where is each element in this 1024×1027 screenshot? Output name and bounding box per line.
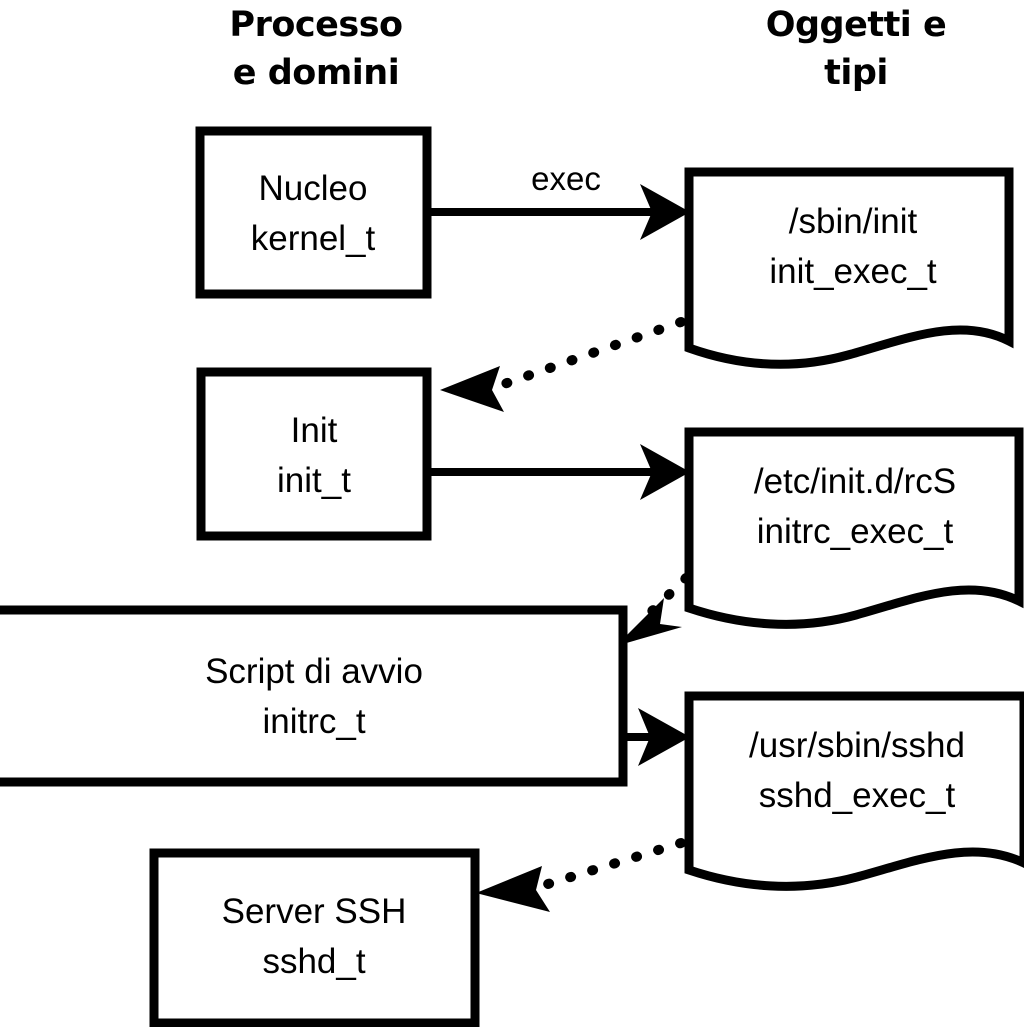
process-node-sshd-line1: Server SSH [222,892,407,931]
object-node-init-exec-line1: /sbin/init [789,202,918,241]
edge-kernel-exec-init-exec: exec [431,160,690,240]
object-node-sshd-exec-doc[interactable] [684,691,1024,891]
object-node-initrc-exec-doc[interactable] [684,427,1024,629]
edge-sshd-exec-transition-sshd [476,838,686,912]
edge-initrc-exec-arrowhead [638,708,690,766]
object-node-sshd-exec[interactable]: /usr/sbin/sshd sshd_exec_t [684,691,1024,891]
column-header-objects-line2: tipi [824,53,888,93]
process-node-initrc-line2: initrc_t [262,702,365,741]
object-node-initrc-exec-line2: initrc_exec_t [757,512,954,551]
edge-initrc-transition-arrowhead [616,598,682,646]
column-header-processes-line2: e domini [233,53,399,93]
edge-init-transition-line [482,317,686,395]
object-node-initrc-exec[interactable]: /etc/init.d/rcS initrc_exec_t [684,427,1024,629]
column-header-processes-line1: Processo [229,5,402,45]
edge-init-exec-initrc-exec [431,444,690,500]
edge-label-exec: exec [531,160,601,197]
process-node-init-line2: init_t [277,461,351,500]
process-node-sshd-line2: sshd_t [262,942,365,981]
column-header-processes: Processo e domini [229,5,403,93]
process-node-init-line1: Init [291,411,338,450]
process-node-init-box[interactable] [196,367,432,541]
edge-initrc-exec-transition-initrc [616,573,691,646]
object-node-sshd-exec-line2: sshd_exec_t [759,776,956,815]
object-node-init-exec[interactable]: /sbin/init init_exec_t [684,167,1014,369]
object-node-init-exec-doc[interactable] [684,167,1014,369]
process-node-kernel-box[interactable] [195,126,432,299]
column-header-objects-line1: Oggetti e [766,5,946,45]
process-node-kernel[interactable]: Nucleo kernel_t [195,126,432,299]
process-node-initrc-box[interactable] [0,605,628,787]
edge-sshd-transition-arrowhead [476,866,550,912]
process-node-init[interactable]: Init init_t [196,367,432,541]
process-node-kernel-line2: kernel_t [251,219,376,258]
edge-init-exec-arrowhead [640,444,690,500]
process-node-sshd-box[interactable] [149,848,480,1027]
process-node-initrc[interactable]: Script di avvio initrc_t [0,605,628,787]
edge-sshd-transition-line [530,838,686,893]
edge-kernel-exec-arrowhead [640,184,690,240]
object-node-sshd-exec-line1: /usr/sbin/sshd [749,726,965,765]
edge-init-exec-transition-init [440,317,686,412]
object-node-init-exec-line2: init_exec_t [769,252,937,291]
edge-initrc-exec-sshd-exec [627,708,690,766]
process-node-kernel-line1: Nucleo [259,169,368,208]
edge-init-transition-arrowhead [440,366,504,412]
column-header-objects: Oggetti e tipi [766,5,947,93]
process-node-initrc-line1: Script di avvio [205,652,423,691]
process-node-sshd[interactable]: Server SSH sshd_t [149,848,480,1027]
object-node-initrc-exec-line1: /etc/init.d/rcS [754,462,956,501]
